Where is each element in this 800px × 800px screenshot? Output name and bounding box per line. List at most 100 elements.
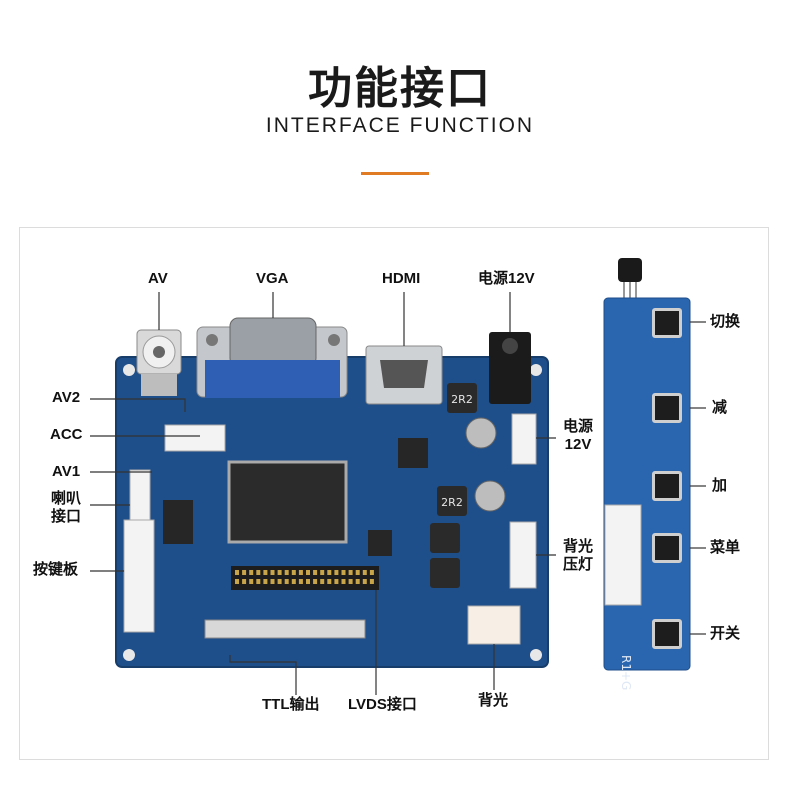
dc-power-jack [489,332,531,404]
header-pin [334,579,339,584]
small-chip [163,500,193,544]
header-pin [320,579,325,584]
key-switch-button[interactable] [652,308,682,338]
header-pin [327,570,332,575]
header-pin [256,579,261,584]
label-ttl: TTL输出 [262,696,320,713]
page-title: 功能接口 [308,63,492,114]
key-board-silkscreen: R1+G [619,655,633,690]
label-keypad: 按键板 [33,561,79,578]
label-power-right: 电源 12V [558,418,598,454]
acc-connector [164,424,226,452]
key-menu-button[interactable] [652,533,682,563]
label-speaker-line1: 喇叭 [50,490,81,507]
header-pin [362,570,367,575]
header-pin [320,570,325,575]
label-av1: AV1 [52,463,81,480]
label-backlight-press: 背光 压灯 [558,538,598,574]
header-pin [263,570,268,575]
label-backlight-press-line1: 背光 [562,538,593,555]
keypad-connector [123,519,155,633]
label-power-right-line1: 电源 [562,418,593,435]
accent-divider [361,172,429,175]
label-vga: VGA [256,270,289,287]
mount-hole [530,649,542,661]
vga-connector [196,317,348,398]
key-board: R1+G [603,258,691,690]
leader-lines [90,292,706,695]
header-pin [270,570,275,575]
capacitor [465,417,497,449]
header-pin [298,579,303,584]
image-frame [19,227,769,760]
label-power-top: 电源12V [478,270,535,287]
inductor-4 [430,558,460,588]
main-chip [227,460,348,544]
key-minus-button[interactable] [652,393,682,423]
main-board: 2R2 2R2 [115,317,549,668]
label-acc: ACC [50,426,83,443]
label-av: AV [148,270,168,287]
label-backlight: 背光 [478,692,509,709]
header-pin [348,570,353,575]
header-pin [270,579,275,584]
mount-hole [530,364,542,376]
label-power: 开关 [710,625,741,642]
header-pin [306,570,310,575]
header-pin [327,579,332,584]
label-backlight-press-line2: 压灯 [562,556,593,573]
label-plus: 加 [712,477,728,494]
lvds-header [231,566,379,590]
speaker-connector [129,469,151,523]
label-lvds: LVDS接口 [348,696,417,713]
header-pin [249,570,254,575]
key-board-connector [604,504,642,606]
page-subtitle: INTERFACE FUNCTION [265,114,535,137]
header-pin [242,570,247,575]
label-power-right-line2: 12V [564,436,592,453]
label-switch: 切换 [710,313,741,330]
header-pin [341,579,346,584]
capacitor [474,480,506,512]
header-pin [284,579,289,584]
header-pin [263,579,268,584]
small-chip [398,438,428,468]
header-pin [348,579,353,584]
ttl-connector [204,619,366,639]
small-chip [368,530,392,556]
header-pin [242,579,247,584]
header-pin [334,570,339,575]
backlight-connector [467,605,521,645]
label-hdmi: HDMI [382,270,421,287]
key-plus-button[interactable] [652,471,682,501]
header-pin [291,579,296,584]
label-speaker-line2: 接口 [50,508,81,525]
label-menu: 菜单 [710,539,741,556]
inductor-3 [430,523,460,553]
inductor-1: 2R2 [447,383,477,413]
header-pin [369,570,374,575]
mount-hole [123,364,135,376]
power-12v-connector [511,413,537,465]
header-pin [306,579,310,584]
header-pin [341,570,346,575]
inductor-2: 2R2 [437,486,467,516]
header-pin [277,579,282,584]
header-pin [249,579,254,584]
header-pin [277,570,282,575]
label-minus: 减 [712,399,728,416]
header-pin [235,570,239,575]
header-pin [284,570,289,575]
av-rca-jack [136,329,182,396]
header-pin [355,570,360,575]
backlight-press-connector [509,521,537,589]
label-speaker: 喇叭 接口 [46,490,86,526]
hdmi-connector [365,345,443,405]
key-power-button[interactable] [652,619,682,649]
svg-text:2R2: 2R2 [451,393,473,406]
header-pin [291,570,296,575]
header-pin [235,579,239,584]
header-pin [256,570,261,575]
label-av2: AV2 [52,389,81,406]
